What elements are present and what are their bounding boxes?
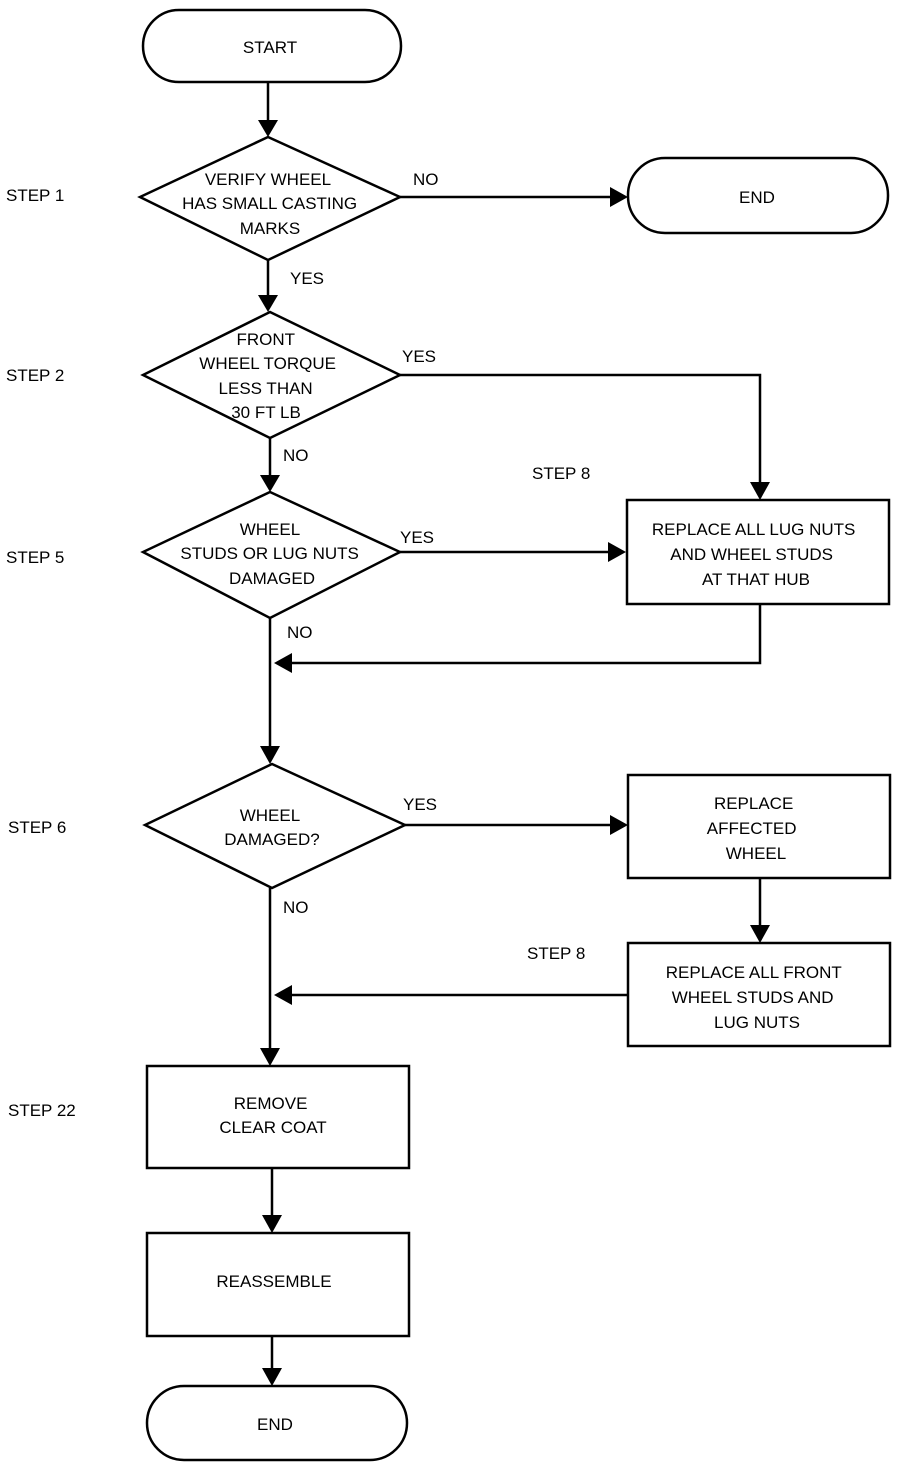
reassemble-label: REASSEMBLE <box>216 1272 331 1291</box>
replace-wheel-process <box>626 773 892 880</box>
studs-label: WHEEL STUDS OR LUG NUTS DAMAGED <box>180 520 363 588</box>
edge-label-wheel-no: NO <box>283 898 309 917</box>
edge-torque-replace-hub <box>400 373 762 482</box>
edge-label-studs-no: NO <box>287 623 313 642</box>
arrowheads <box>258 120 770 1386</box>
verify-label: VERIFY WHEEL HAS SMALL CASTING MARKS <box>182 170 362 238</box>
edge-label-verify-yes: YES <box>290 269 324 288</box>
edge-label-verify-no: NO <box>413 170 439 189</box>
step-label-22: STEP 22 <box>8 1101 76 1120</box>
arrowhead-down <box>260 746 280 764</box>
clearcoat-process <box>145 1064 411 1170</box>
arrowhead-down <box>262 1368 282 1386</box>
edge-label-torque-yes: YES <box>402 347 436 366</box>
reassemble-process <box>145 1231 411 1338</box>
end-terminal-bottom <box>145 1384 409 1462</box>
torque-decision <box>140 310 403 440</box>
edge-labels: NO YES YES NO YES NO YES NO <box>283 170 439 917</box>
arrowhead-right <box>610 815 628 835</box>
step-label-1: STEP 1 <box>6 186 64 205</box>
wheel-damaged-decision <box>142 762 408 890</box>
arrowhead-down <box>260 1048 280 1066</box>
arrowhead-left <box>274 653 292 673</box>
end-terminal-top <box>626 156 890 235</box>
edge-label-studs-yes: YES <box>400 528 434 547</box>
end-top-label: END <box>739 188 775 207</box>
clearcoat-label: REMOVE CLEAR COAT <box>219 1094 326 1137</box>
arrowhead-right <box>608 542 626 562</box>
start-terminal <box>141 8 403 84</box>
step-label-6: STEP 6 <box>8 818 66 837</box>
replace-hub-process <box>625 498 891 606</box>
shapes <box>137 8 892 1462</box>
arrowhead-down <box>262 1215 282 1233</box>
studs-decision <box>140 490 403 620</box>
connectors <box>266 82 762 1368</box>
replace-front-process <box>626 941 892 1048</box>
edge-label-wheel-yes: YES <box>403 795 437 814</box>
edge-replace-hub-return <box>292 604 762 665</box>
replace-hub-label: REPLACE ALL LUG NUTS AND WHEEL STUDS AT … <box>652 520 860 589</box>
wheel-damaged-label: WHEEL DAMAGED? <box>224 806 319 849</box>
step-label-8-lower: STEP 8 <box>527 944 585 963</box>
start-label: START <box>243 38 297 57</box>
verify-decision <box>137 135 403 262</box>
step-label-2: STEP 2 <box>6 366 64 385</box>
replace-wheel-label: REPLACE AFFECTED WHEEL <box>707 794 801 863</box>
node-labels: START END VERIFY WHEEL HAS SMALL CASTING… <box>180 38 860 1434</box>
step-label-8-upper: STEP 8 <box>532 464 590 483</box>
arrowhead-down <box>750 482 770 500</box>
arrowhead-right <box>610 187 628 207</box>
arrowhead-down <box>258 295 278 312</box>
edge-label-torque-no: NO <box>283 446 309 465</box>
step-label-5: STEP 5 <box>6 548 64 567</box>
end-bottom-label: END <box>257 1415 293 1434</box>
arrowhead-down <box>260 475 280 492</box>
replace-front-label: REPLACE ALL FRONT WHEEL STUDS AND LUG NU… <box>666 963 846 1032</box>
arrowhead-left <box>274 985 292 1005</box>
arrowhead-down <box>750 925 770 943</box>
arrowhead-down <box>258 120 278 137</box>
step-labels: STEP 1 STEP 2 STEP 5 STEP 6 STEP 22 STEP… <box>6 186 590 1120</box>
torque-label: FRONT WHEEL TORQUE LESS THAN 30 FT LB <box>199 330 340 422</box>
